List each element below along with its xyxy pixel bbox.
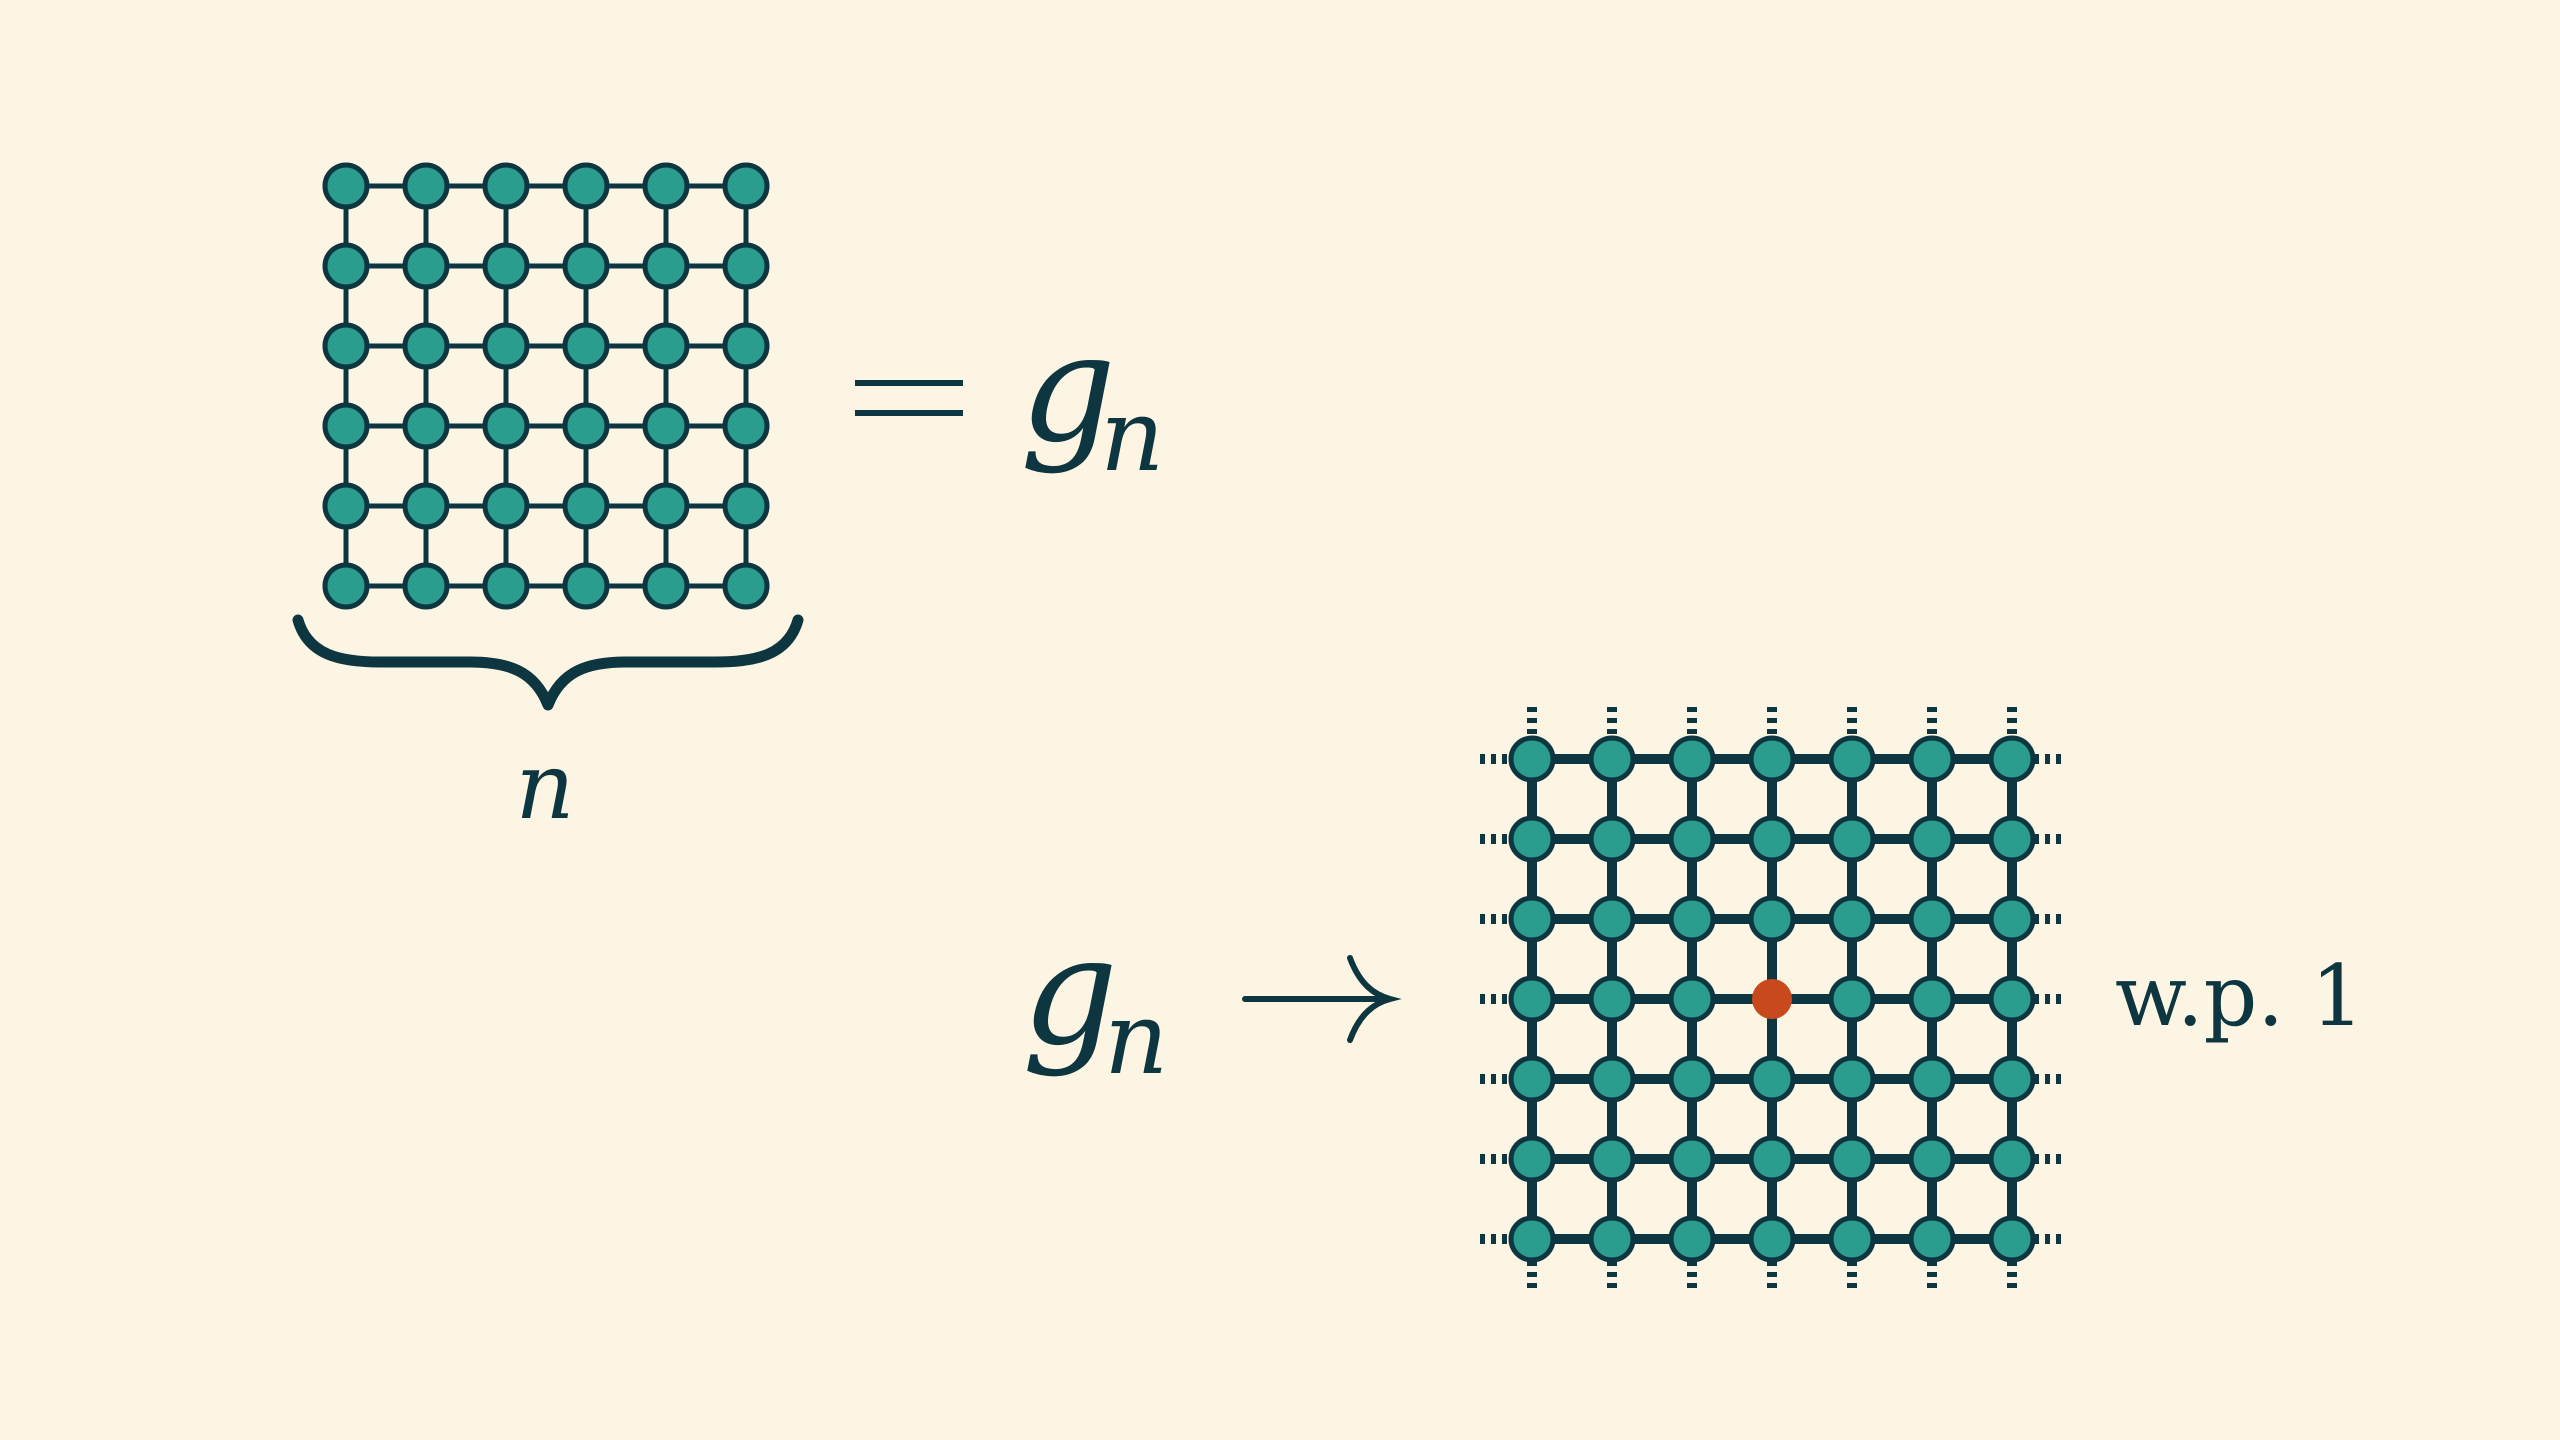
grid-node <box>562 242 610 290</box>
grid-node <box>322 322 370 370</box>
grid-node <box>402 482 450 530</box>
grid-node <box>482 562 530 610</box>
lattice-node <box>1908 815 1956 863</box>
grid-node <box>562 322 610 370</box>
lattice-node <box>1508 975 1556 1023</box>
lattice-node <box>1668 1055 1716 1103</box>
lattice-node <box>1908 1215 1956 1263</box>
lattice-node <box>1828 815 1876 863</box>
equals-sign <box>855 380 963 416</box>
lattice-node <box>1988 1055 2036 1103</box>
lattice-node <box>1988 895 2036 943</box>
lattice-node <box>1668 895 1716 943</box>
lattice-node <box>1508 1135 1556 1183</box>
grid-node <box>482 162 530 210</box>
subscript-n-top: n <box>1100 377 1164 494</box>
lattice-node <box>1908 975 1956 1023</box>
lattice-node <box>1588 1055 1636 1103</box>
lattice-node <box>1988 1215 2036 1263</box>
infinite-lattice-graph <box>1480 707 2064 1291</box>
brace-label: n <box>515 733 574 840</box>
lattice-node <box>1828 1215 1876 1263</box>
grid-node <box>722 242 770 290</box>
lattice-node <box>1668 1215 1716 1263</box>
lattice-node <box>1748 1135 1796 1183</box>
grid-node <box>402 162 450 210</box>
grid-node <box>322 482 370 530</box>
lattice-node <box>1748 815 1796 863</box>
lattice-node <box>1748 735 1796 783</box>
grid-node <box>482 482 530 530</box>
lattice-node <box>1908 1135 1956 1183</box>
lattice-node <box>1588 815 1636 863</box>
lattice-node <box>1748 1055 1796 1103</box>
grid-node <box>642 562 690 610</box>
grid-node <box>402 562 450 610</box>
grid-node <box>322 562 370 610</box>
grid-node <box>642 402 690 450</box>
grid-node <box>722 482 770 530</box>
grid-node <box>642 242 690 290</box>
lattice-node <box>1588 1135 1636 1183</box>
lattice-node <box>1828 1055 1876 1103</box>
lattice-node <box>1588 735 1636 783</box>
root-node <box>1752 979 1792 1019</box>
lattice-node <box>1988 1135 2036 1183</box>
converges-arrow-icon <box>1242 955 1402 1043</box>
underbrace-icon <box>292 614 804 711</box>
grid-node <box>322 242 370 290</box>
lattice-node <box>1748 1215 1796 1263</box>
lattice-node <box>1828 1135 1876 1183</box>
lattice-node <box>1668 1135 1716 1183</box>
grid-node <box>482 322 530 370</box>
grid-node <box>562 482 610 530</box>
subscript-n-bottom: n <box>1104 980 1168 1097</box>
lattice-node <box>1508 1215 1556 1263</box>
lattice-node <box>1828 895 1876 943</box>
lattice-node <box>1988 815 2036 863</box>
grid-node <box>642 482 690 530</box>
lattice-node <box>1908 1055 1956 1103</box>
lattice-node <box>1588 1215 1636 1263</box>
lattice-node <box>1508 815 1556 863</box>
grid-node <box>562 562 610 610</box>
grid-node <box>482 402 530 450</box>
finite-grid-graph <box>322 162 770 610</box>
g-symbol-bottom: g <box>1022 905 1118 1079</box>
lattice-node <box>1988 975 2036 1023</box>
lattice-node <box>1748 895 1796 943</box>
lattice-node <box>1988 735 2036 783</box>
grid-node <box>722 402 770 450</box>
lattice-node <box>1828 735 1876 783</box>
grid-node <box>402 402 450 450</box>
grid-node <box>722 322 770 370</box>
grid-node <box>402 242 450 290</box>
lattice-node <box>1508 895 1556 943</box>
grid-node <box>402 322 450 370</box>
lattice-node <box>1508 1055 1556 1103</box>
lattice-node <box>1668 735 1716 783</box>
lattice-node <box>1908 895 1956 943</box>
grid-node <box>322 402 370 450</box>
lattice-node <box>1668 975 1716 1023</box>
lattice-node <box>1828 975 1876 1023</box>
lattice-node <box>1508 735 1556 783</box>
grid-node <box>642 162 690 210</box>
grid-node <box>562 402 610 450</box>
grid-node <box>322 162 370 210</box>
lattice-node <box>1588 895 1636 943</box>
grid-node <box>722 562 770 610</box>
grid-node <box>642 322 690 370</box>
lattice-node <box>1588 975 1636 1023</box>
with-probability-label: w.p. 1 <box>2115 947 2364 1045</box>
lattice-node <box>1668 815 1716 863</box>
lattice-node <box>1908 735 1956 783</box>
grid-node <box>562 162 610 210</box>
grid-node <box>482 242 530 290</box>
grid-node <box>722 162 770 210</box>
g-symbol-top: g <box>1020 302 1116 476</box>
